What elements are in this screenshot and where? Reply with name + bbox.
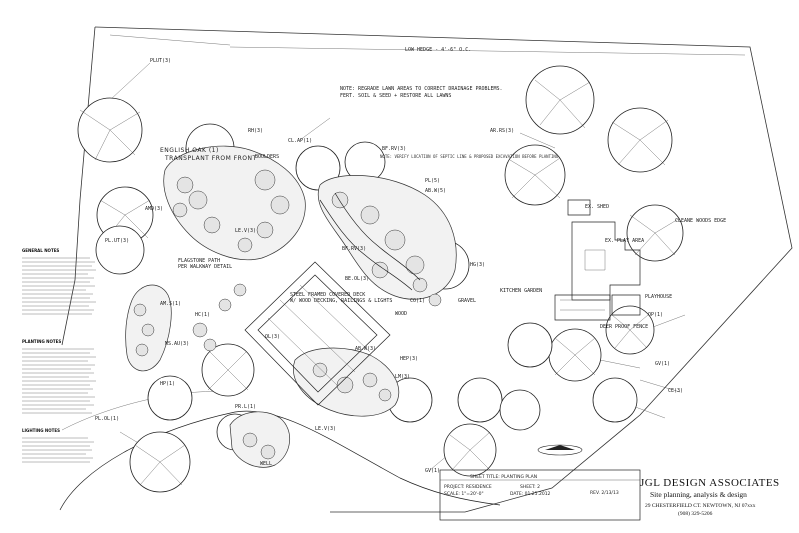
tree-sw-2: [147, 375, 193, 421]
drainage-note: NOTE: REGRADE LAWN AREAS TO CORRECT DRAI…: [340, 86, 503, 92]
play-area-house: [554, 199, 641, 321]
lawn-note: FERT. SOIL & SEED + RESTORE ALL LAWNS: [340, 93, 451, 99]
callout-path-detail: PER WALKWAY DETAIL: [178, 264, 232, 270]
notes-column: GENERAL NOTES PLANTING NOTES: [22, 248, 96, 463]
callout-play-area: EX. PLAY AREA: [605, 238, 644, 244]
plant-label: OL(3): [265, 334, 280, 340]
plant-label: LE.V(3): [235, 228, 256, 234]
plant-label: PLUT(3): [150, 58, 171, 64]
tree-east-2: [548, 328, 602, 382]
callout-woods-edge: CLEANE WOODS EDGE: [675, 218, 726, 224]
plant-label: HEP(3): [400, 356, 418, 362]
callout-steel-deck: STEEL FRAMED COVERED DECK: [290, 292, 365, 298]
tree-sw-1: [129, 431, 191, 493]
plant-label: PR.L(1): [235, 404, 256, 410]
plant-label: HC(1): [195, 312, 210, 318]
plant-label: LE.V(3): [315, 426, 336, 432]
tree-east-4: [592, 377, 638, 423]
tree-top-left: [77, 97, 143, 163]
company-phone: (908) 329-5206: [678, 510, 713, 517]
callout-boulders: BOULDERS: [255, 154, 279, 160]
shrub-clusters: [133, 169, 442, 460]
plant-label: CO(1): [410, 298, 425, 304]
plant-label: MS.AU(3): [165, 341, 189, 347]
tree-right-mid: [504, 144, 566, 206]
general-notes-title: GENERAL NOTES: [22, 248, 59, 253]
plant-label: BF.RV(3): [382, 146, 406, 152]
plant-label: HG(3): [470, 262, 485, 268]
callout-playhouse: PLAYHOUSE: [645, 294, 672, 300]
tree-right-top1: [525, 65, 595, 135]
plant-label: GV(1): [655, 361, 670, 367]
plant-label: PL.OL(1): [95, 416, 119, 422]
company-tagline: Site planning, analysis & design: [650, 490, 747, 499]
callout-deer-fence: DEER PROOF FENCE: [600, 324, 648, 330]
lawn-edge-curve: [59, 410, 501, 511]
project-name: PROJECT: RESIDENCE: [444, 484, 492, 490]
tree-south-3: [499, 389, 541, 431]
callout-deck-note: W/ WOOD DECKING, RAILINGS & LIGHTS: [290, 298, 392, 304]
callout-kitchen-garden: KITCHEN GARDEN: [500, 288, 542, 294]
tree-east-1: [605, 305, 655, 355]
sheet-title: SHEET TITLE: PLANTING PLAN: [470, 474, 537, 480]
low-hedge-label: LOW HEDGE - 4'-6" O.C.: [405, 47, 471, 53]
plant-label: HP(1): [160, 381, 175, 387]
revision-label: REV. 2/13/13: [590, 490, 619, 496]
plant-label: AM.S(1): [160, 301, 181, 307]
title-block: SHEET TITLE: PLANTING PLAN PROJECT: RESI…: [439, 469, 780, 521]
tree-right-top2: [607, 107, 673, 173]
plant-label: PL(5): [425, 178, 440, 184]
tree-north-cluster-2: [295, 145, 341, 191]
date-label: DATE: 01.25.2012: [510, 491, 551, 497]
covered-deck: [244, 261, 391, 406]
callout-septic-note: NOTE: VERIFY LOCATION OF SEPTIC LINE & P…: [380, 154, 559, 159]
plant-label: CE(3): [668, 388, 683, 394]
plant-label: AR.RS(3): [490, 128, 514, 134]
callout-wood: WOOD: [395, 311, 407, 317]
scale-label: SCALE: 1"=20'-0": [444, 491, 484, 497]
plant-label: PL.UT(3): [105, 238, 129, 244]
plant-label: OP(1): [648, 312, 663, 318]
plant-label: GV(1): [425, 468, 440, 474]
plant-label: RH(3): [248, 128, 263, 134]
callout-english-oak: ENGLISH OAK (1): [160, 147, 219, 154]
tree-center-south: [201, 343, 255, 397]
callout-transplant: TRANSPLANT FROM FRONT: [164, 155, 257, 162]
plant-label: AB.W(5): [425, 188, 446, 194]
plant-label: BF.RV(3): [342, 246, 366, 252]
lighting-notes-text-lines: [22, 437, 94, 463]
lighting-notes-title: LIGHTING NOTES: [22, 428, 60, 433]
callout-well: WELL: [260, 461, 272, 467]
tree-south-1: [443, 423, 497, 477]
tree-right-woods: [626, 204, 684, 262]
planting-notes-text-lines: [22, 348, 96, 414]
plant-labels: PLUT(3) AR.RS(3) RH(3) CL.AP(1) BF.RV(3)…: [95, 58, 683, 474]
sheet-number: SHEET: 2: [520, 484, 540, 490]
plant-label: LM(3): [395, 374, 410, 380]
callout-ex-shed: EX. SHED: [585, 204, 609, 210]
plant-label: BE.OL(3): [345, 276, 369, 282]
plant-label: CL.AP(1): [288, 138, 312, 144]
general-notes-text-lines: [22, 257, 96, 315]
company-address: 29 CHESTERFIELD CT. NEWTOWN, NJ 07xxx: [645, 503, 756, 509]
planting-notes-title: PLANTING NOTES: [22, 339, 61, 344]
bed-southwest: [229, 411, 291, 468]
tree-east-3: [507, 322, 553, 368]
plant-label: AMD(3): [145, 206, 163, 212]
plan-callouts: ENGLISH OAK (1) TRANSPLANT FROM FRONT BO…: [160, 147, 726, 467]
callout-flagstone-path: FLAGSTONE PATH: [178, 258, 220, 264]
callout-gravel: GRAVEL: [458, 298, 476, 304]
tree-south-2: [457, 377, 503, 423]
tree-left-lower: [95, 225, 145, 275]
plant-label: AB.W(3): [355, 346, 376, 352]
flagstone-path: [319, 192, 421, 291]
north-arrow: [537, 444, 583, 456]
company-name: JGL DESIGN ASSOCIATES: [640, 477, 780, 489]
